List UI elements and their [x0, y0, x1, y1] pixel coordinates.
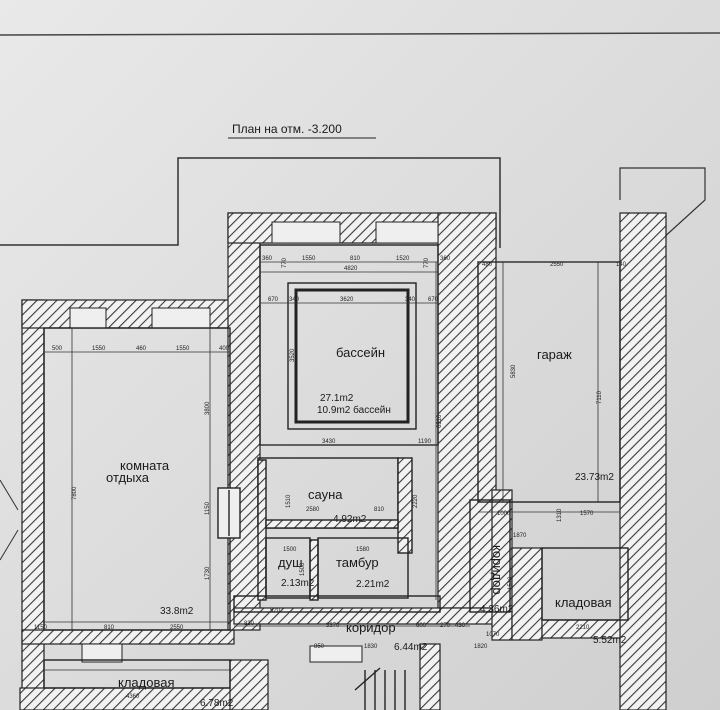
- dim-label: 670: [428, 297, 439, 303]
- dim-label: 270: [440, 623, 451, 629]
- dim-label: 1550: [176, 346, 190, 352]
- room-area-storage-1: 5.52m2: [593, 635, 627, 646]
- dim-label: 500: [52, 346, 63, 352]
- dim-label: 2220: [413, 494, 419, 508]
- dim-label: 1550: [302, 256, 316, 262]
- dim-label: 1550: [92, 346, 106, 352]
- room-name-vestibule: тамбур: [336, 555, 379, 570]
- dim-label: 1830: [364, 644, 378, 650]
- room-name-shower: душ: [278, 555, 303, 570]
- dim-label: 480: [482, 262, 493, 268]
- dim-label: 140: [616, 262, 627, 268]
- dim-label: 4820: [344, 266, 358, 272]
- room-name-pool: бассейн: [336, 345, 385, 360]
- dim-label: 1570: [580, 511, 594, 517]
- room-area-corridor: 6.44m2: [394, 642, 428, 653]
- room-area-pool: 27.1m2: [320, 393, 354, 404]
- room-name-corridor-2: коридор: [490, 545, 505, 595]
- dim-label: 6310: [437, 414, 443, 428]
- room-area-corridor-2: 4.36m2: [480, 604, 514, 615]
- room-name-lounge-1: комната: [120, 458, 170, 473]
- room-area-vestibule: 2.21m2: [356, 579, 390, 590]
- room-name-garage: гараж: [537, 347, 572, 362]
- dim-label: 670: [268, 297, 279, 303]
- dim-label: 340: [405, 297, 416, 303]
- dim-label: 3620: [340, 297, 354, 303]
- room-area-lounge: 33.8m2: [160, 606, 194, 617]
- room-area-garage: 23.73m2: [575, 472, 614, 483]
- dim-label: 1000: [497, 511, 511, 517]
- dim-label: 1820: [474, 644, 488, 650]
- dim-label: 1510: [286, 494, 292, 508]
- dim-label: 360: [262, 256, 273, 262]
- dim-label: 810: [104, 625, 115, 631]
- dim-label: 1070: [486, 632, 500, 638]
- dim-label: 3800: [205, 401, 211, 415]
- dim-label: 1580: [356, 547, 370, 553]
- dim-label: 2550: [550, 262, 564, 268]
- dim-label: 770: [424, 257, 430, 268]
- dim-label: 3370: [326, 623, 340, 629]
- dim-label: 4360: [126, 694, 140, 700]
- dim-label: 520: [270, 608, 281, 614]
- dim-label: 5830: [511, 364, 517, 378]
- room-area-pool-basin: 10.9m2 бассейн: [317, 404, 391, 416]
- plan-title: План на отм. -3.200: [232, 122, 342, 136]
- dim-label: 1520: [396, 256, 410, 262]
- dim-label: 2550: [170, 625, 184, 631]
- room-area-sauna: 4.92m2: [333, 514, 367, 525]
- dim-label: 1500: [300, 562, 306, 576]
- dim-label: 1150: [205, 501, 211, 515]
- dim-label: 460: [136, 346, 147, 352]
- dim-label: 360: [440, 256, 451, 262]
- dim-label: 2580: [306, 507, 320, 513]
- dim-label: 1310: [557, 508, 563, 522]
- dim-label: 7110: [597, 390, 603, 404]
- dim-label: 400: [219, 346, 230, 352]
- dim-label: 850: [314, 644, 325, 650]
- dim-label: 3520: [290, 348, 296, 362]
- dim-label: 1190: [418, 439, 432, 445]
- dim-label: 1150: [34, 625, 48, 631]
- room-area-shower: 2.13m2: [281, 578, 315, 589]
- room-area-storage-2: 6.78m2: [200, 698, 234, 709]
- dim-label: 2210: [576, 625, 590, 631]
- dim-label: 1500: [283, 547, 297, 553]
- dim-label: 1730: [205, 566, 211, 580]
- dim-label: 830: [244, 621, 255, 627]
- dim-label: 810: [374, 507, 385, 513]
- dim-label: 3430: [322, 439, 336, 445]
- walls: [19, 212, 667, 710]
- dim-label: 430: [455, 623, 466, 629]
- room-name-storage-2: кладовая: [118, 675, 175, 690]
- dim-label: 340: [289, 297, 300, 303]
- room-name-corridor: коридор: [346, 620, 396, 635]
- room-name-lounge-2: отдыха: [106, 470, 150, 485]
- dim-label: 7800: [72, 486, 78, 500]
- dim-label: 770: [282, 257, 288, 268]
- dim-label: 600: [416, 623, 427, 629]
- dim-label: 810: [350, 256, 361, 262]
- dim-label: 1870: [513, 533, 527, 539]
- dim-label: 1510: [508, 576, 514, 590]
- room-name-sauna: сауна: [308, 487, 343, 502]
- room-name-storage-1: кладовая: [555, 595, 612, 610]
